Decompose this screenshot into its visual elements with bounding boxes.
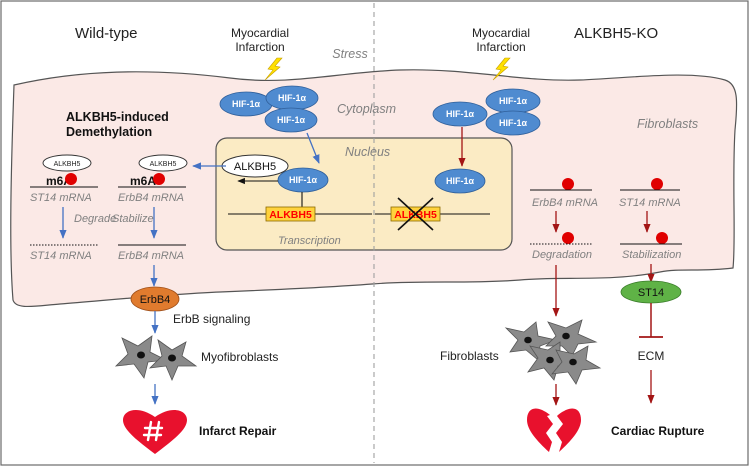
ko-title: ALKBH5-KO [574,25,658,42]
translocation-arrow [306,132,320,164]
wt-stimulus-line2: Infarction [235,40,284,54]
hif-label: HIF-1α [499,96,528,106]
hif-label: HIF-1α [289,175,318,185]
knockout-cross-icon [397,197,434,231]
cardiac-rupture-label: Cardiac Rupture [611,424,705,438]
alkbh5-enzyme [42,154,92,172]
hif-label: HIF-1α [446,176,475,186]
myofibroblasts-label: Myofibroblasts [201,350,278,364]
stabilization-label: Stabilization [622,249,681,261]
alkbh5-gene-box [265,206,316,222]
myofibroblast-cells-icon [114,335,198,382]
erbb4-mrna-label: ErbB4 mRNA [118,250,184,262]
hif-1a-molecule [432,101,488,127]
hif-label: HIF-1α [232,99,261,109]
ko-stimulus-line1: Myocardial [472,26,530,40]
st14-mrna-label: ST14 mRNA [30,192,92,204]
ko-cell-label: Fibroblasts [637,117,698,131]
alkbh5-gene-label: ALKBH5 [269,209,312,221]
m6a-methyl-mark [65,173,77,185]
st14-mrna-label: ST14 mRNA [30,250,92,262]
st14-protein-label: ST14 [638,287,664,299]
healing-heart-icon [123,409,187,454]
stress-label: Stress [332,47,367,61]
infarct-repair-label: Infarct Repair [199,424,277,438]
ko-stimulus-line2: Infarction [476,40,525,54]
m6a-methyl-mark [562,178,574,190]
alkbh5-enzyme-label: ALKBH5 [150,161,177,168]
alkbh5-enzyme [138,154,188,172]
hif-1a-molecule [485,110,541,136]
ko-st14-mrna-label: ST14 mRNA [619,197,681,209]
erbb4-protein-label: ErbB4 [140,294,171,306]
erbb4-mrna-label: ErbB4 mRNA [118,192,184,204]
broken-heart-icon [527,408,581,452]
m6a-methyl-mark [153,173,165,185]
hif-label: HIF-1α [446,109,475,119]
lightning-icon [264,57,283,81]
hif-1a-molecule [264,107,318,133]
m6a-label: m6A [130,174,156,188]
hif-label: HIF-1α [277,115,306,125]
alkbh5-enzyme-label: ALKBH5 [54,161,81,168]
wild-type-title: Wild-type [75,25,138,42]
ecm-label: ECM [638,349,665,363]
fibroblasts-label: Fibroblasts [440,349,499,363]
hif-label: HIF-1α [499,118,528,128]
transcription-label: Transcription [278,235,341,247]
fibroblast-cells-icon [504,319,602,385]
degrade-label: Degrade [74,213,116,225]
degradation-label: Degradation [532,249,592,261]
lightning-icon [492,57,511,81]
nucleus-label: Nucleus [345,145,390,159]
nuclear-hif-1a [434,168,486,194]
nucleus [215,137,513,251]
m6a-methyl-mark [651,178,663,190]
section-title-line2: Demethylation [66,125,152,139]
alkbh5-protein-label: ALKBH5 [234,161,276,173]
section-title-line1: ALKBH5-induced [66,110,169,124]
erbb-signaling-label: ErbB signaling [173,312,250,326]
wt-stimulus-line1: Myocardial [231,26,289,40]
m6a-methyl-mark [562,232,574,244]
cytoplasm-label: Cytoplasm [337,102,396,116]
stabilize-label: Stabilize [112,213,154,225]
hif-label: HIF-1α [278,93,307,103]
nuclear-hif-1a [277,167,329,193]
ko-erbb4-mrna-label: ErbB4 mRNA [532,197,598,209]
m6a-methyl-mark [656,232,668,244]
